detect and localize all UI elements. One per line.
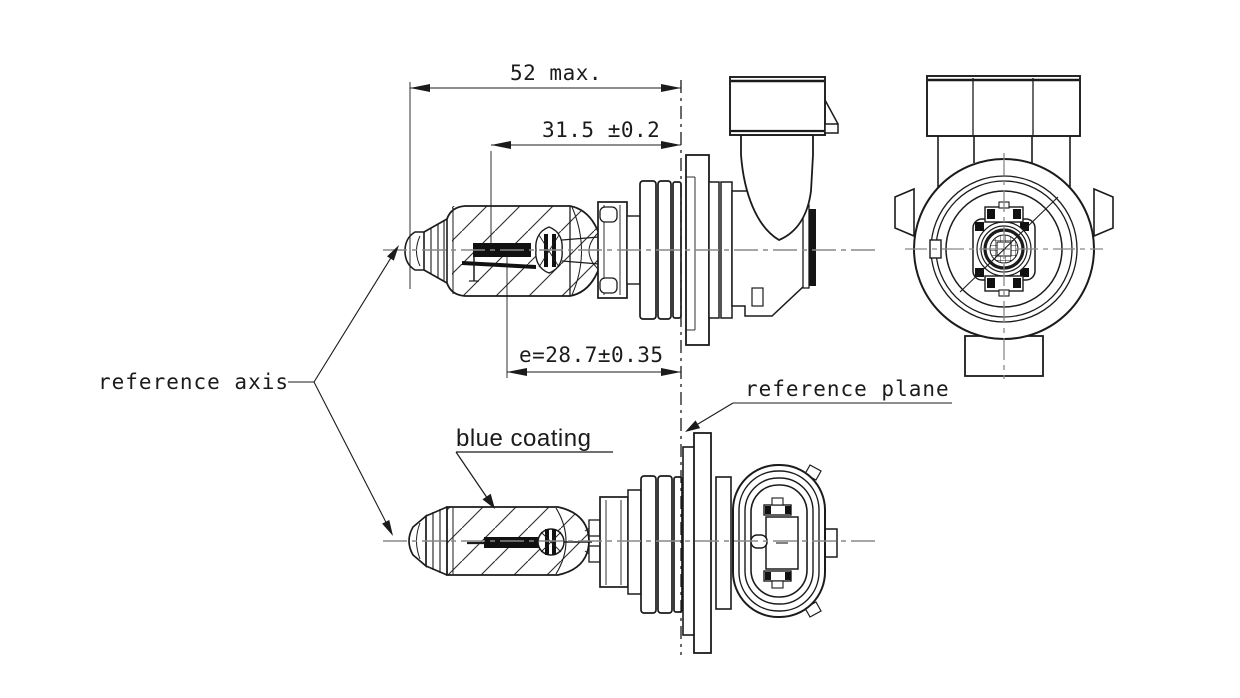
dimension-overall-length: 52 max. bbox=[409, 61, 681, 289]
dim-31-5: 31.5 ±0.2 bbox=[542, 118, 660, 142]
dimension-filament-distance: e=28.7±0.35 bbox=[506, 253, 681, 378]
cable-boot bbox=[740, 134, 814, 242]
cable-block bbox=[729, 76, 826, 136]
blue-coating-label: blue coating bbox=[456, 425, 591, 452]
reference-plane-label: reference plane bbox=[745, 377, 950, 401]
right-lug bbox=[1093, 187, 1114, 238]
collar-rib bbox=[640, 475, 657, 614]
label-reference-plane: reference plane bbox=[685, 377, 952, 432]
dimensions: 52 max. 31.5 ±0.2 e=28.7±0.35 bbox=[409, 61, 681, 378]
side-view-connector-face bbox=[383, 432, 880, 654]
label-blue-coating: blue coating bbox=[455, 425, 613, 509]
leader-arrow bbox=[382, 519, 393, 536]
left-lug bbox=[894, 187, 915, 238]
leader-arrow bbox=[685, 420, 701, 432]
dim-e-28-7: e=28.7±0.35 bbox=[519, 343, 664, 367]
cable-block-front bbox=[926, 75, 1081, 137]
filament-coil bbox=[484, 537, 539, 548]
collar-rib bbox=[673, 476, 683, 613]
dim-52-max: 52 max. bbox=[510, 61, 602, 85]
leader-arrow bbox=[387, 245, 399, 261]
alignment-diagonal bbox=[959, 196, 1059, 293]
leader-arrow bbox=[482, 493, 495, 509]
reference-axis-label: reference axis bbox=[98, 370, 289, 394]
front-view bbox=[894, 75, 1114, 379]
label-reference-axis: reference axis bbox=[98, 245, 399, 536]
side-view-with-cable-boot bbox=[383, 76, 878, 346]
dimension-bulb-length: 31.5 ±0.2 bbox=[490, 118, 681, 246]
base-ring-bottom bbox=[599, 496, 629, 588]
collar-rib bbox=[657, 475, 673, 614]
bulb-tip bbox=[404, 231, 425, 271]
bulb-tip-bottom bbox=[408, 514, 427, 568]
